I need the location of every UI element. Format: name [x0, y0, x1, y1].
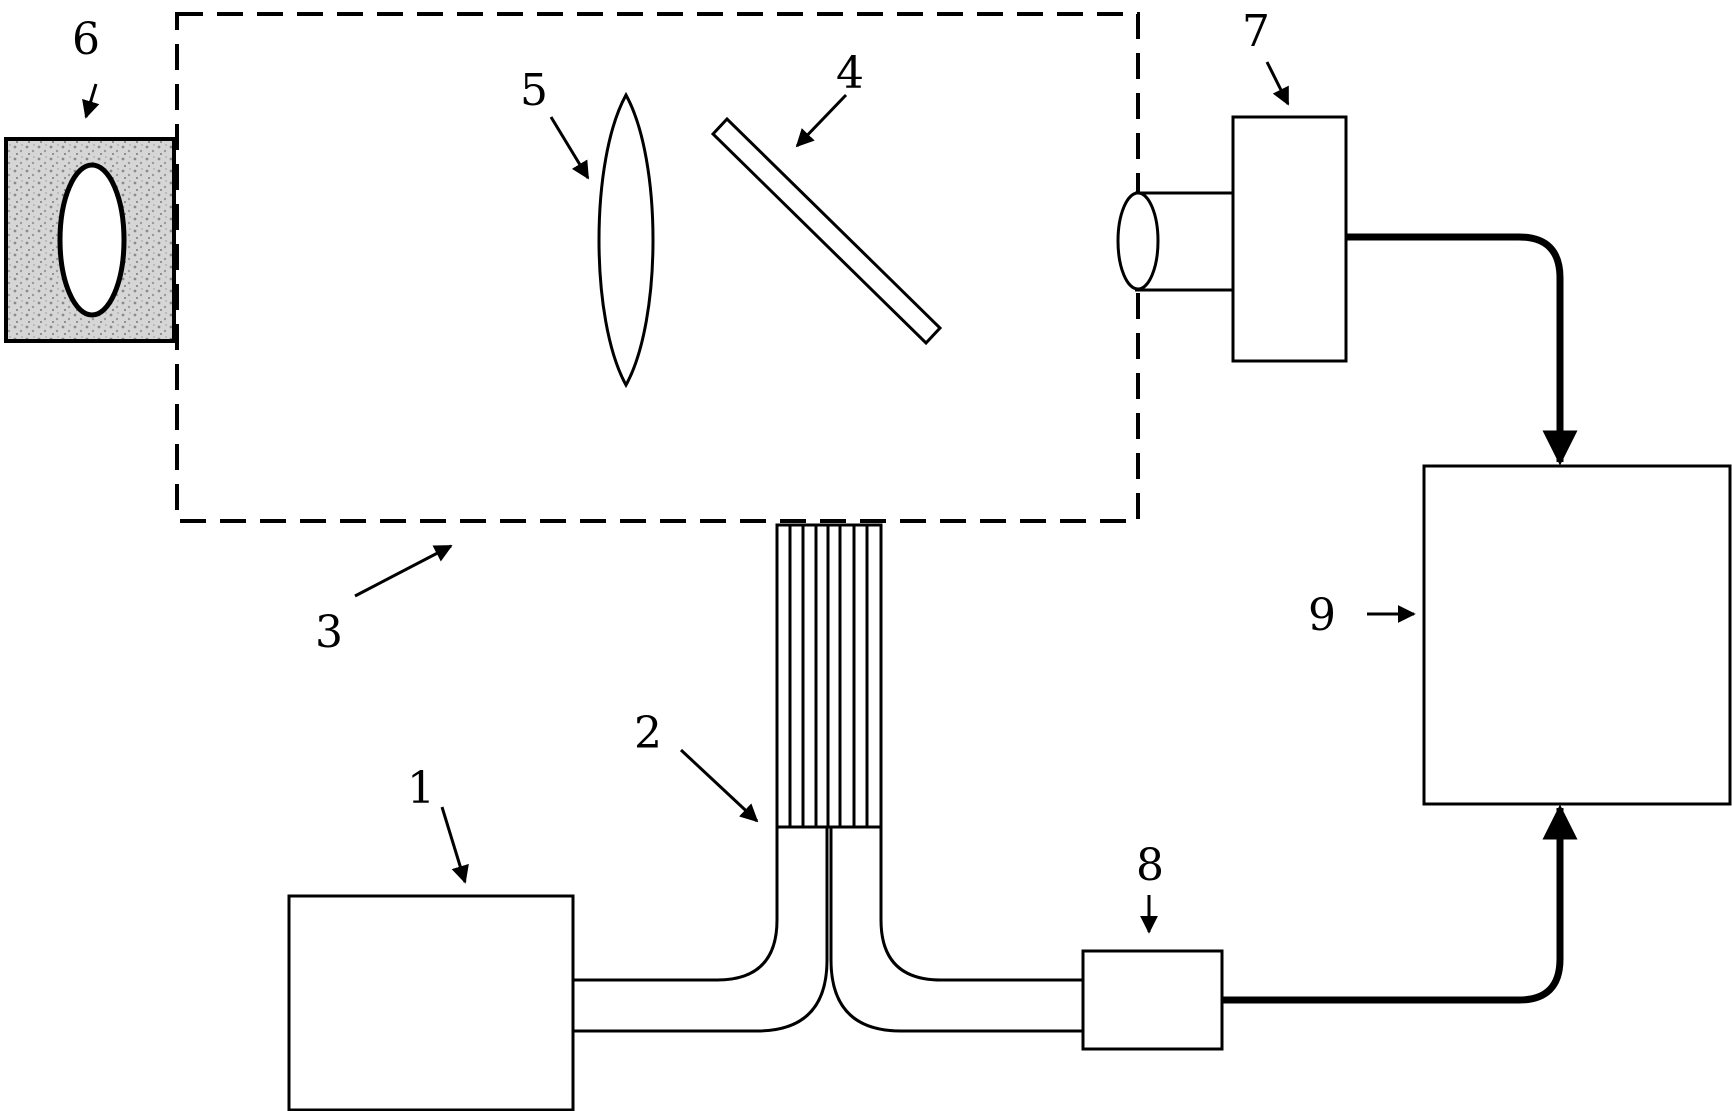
detector-box — [1081, 949, 1224, 1051]
arrow-7 — [1265, 61, 1290, 106]
arrow-5 — [549, 116, 590, 180]
sample-target — [4, 137, 176, 343]
enclosure-dashed-box — [175, 12, 1140, 523]
label-9: 9 — [1308, 590, 1336, 641]
beam-splitter-plate — [710, 116, 943, 346]
arrow-1 — [440, 806, 469, 884]
detector-to-processor-cable — [1222, 804, 1578, 1004]
label-6: 6 — [72, 14, 100, 65]
label-1: 1 — [407, 763, 435, 814]
label-4: 4 — [836, 48, 864, 99]
lens — [597, 91, 655, 389]
label-5: 5 — [520, 65, 548, 116]
label-3: 3 — [315, 607, 343, 658]
label-8: 8 — [1136, 840, 1164, 891]
camera-to-processor-cable — [1346, 233, 1578, 466]
label-2: 2 — [634, 708, 662, 759]
processing-unit-box — [1422, 464, 1732, 806]
camera — [1116, 115, 1348, 363]
arrow-6 — [82, 83, 100, 119]
arrow-2 — [679, 748, 759, 823]
light-source-box — [287, 894, 575, 1111]
fiber-bundle — [573, 523, 1083, 1033]
label-7: 7 — [1242, 6, 1270, 57]
arrow-3 — [354, 544, 453, 598]
arrow-4 — [795, 93, 848, 148]
